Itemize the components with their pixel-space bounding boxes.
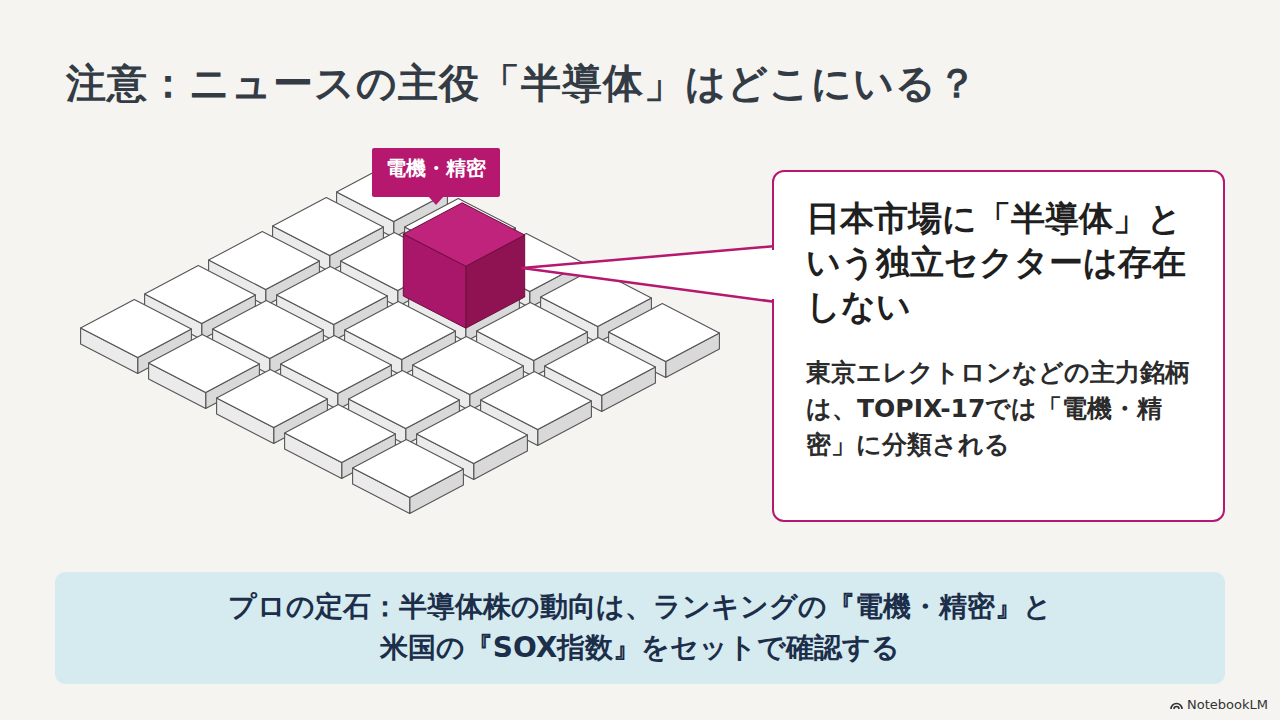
callout-box: 日本市場に「半導体」という独立セクターは存在しない東京エレクトロンなどの主力銘柄… [772, 170, 1225, 522]
tile-top [353, 440, 464, 498]
tile-grid [81, 164, 720, 514]
watermark-text: NotebookLM [1187, 697, 1268, 712]
tag-pointer [428, 196, 444, 205]
callout-seam-patch [770, 250, 779, 299]
node-body: 東京エレクトロンなどの主力銘柄は、TOPIX-17では「電機・精密」に分類される [806, 355, 1193, 464]
node-heading: 日本市場に「半導体」という独立セクターは存在しない [806, 196, 1193, 329]
callout-pointer [522, 246, 776, 302]
slide-title: 注意：ニュースの主役「半導体」はどこにいる？ [66, 56, 978, 111]
tile [353, 440, 464, 514]
highlight-cube [403, 203, 524, 328]
node-heading: プロの定石：半導体株の動向は、ランキングの『電機・精密』と米国の『SOX指数』を… [225, 587, 1055, 668]
cube-top [403, 203, 524, 266]
watermark-icon [1170, 700, 1183, 710]
sector-tag: 電機・精密 [372, 148, 500, 197]
node-heading: 電機・精密 [386, 156, 486, 181]
watermark: NotebookLM [1170, 696, 1268, 712]
tip-band: プロの定石：半導体株の動向は、ランキングの『電機・精密』と米国の『SOX指数』を… [55, 572, 1225, 684]
